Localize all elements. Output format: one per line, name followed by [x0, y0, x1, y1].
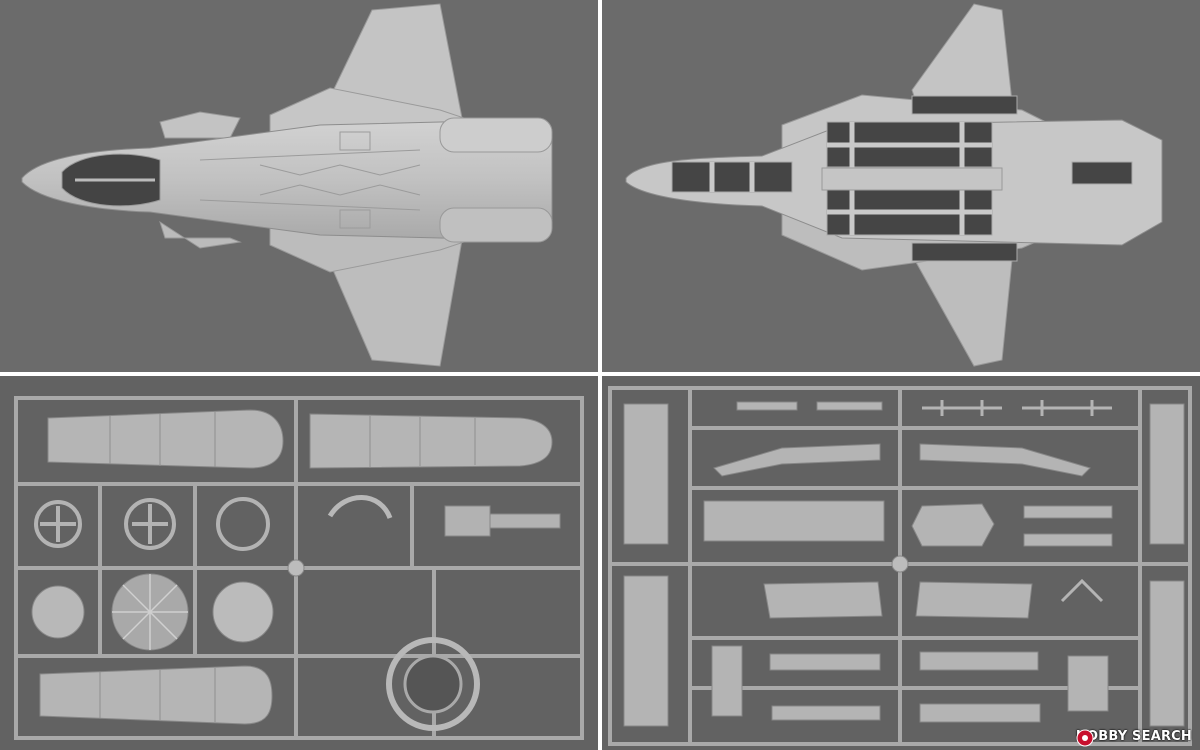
aircraft-top-view-image: [0, 0, 598, 372]
engine-sprue-image: [0, 376, 598, 750]
panel-engine-sprue: [0, 376, 598, 750]
hobbysearch-logo-icon: [1076, 729, 1094, 747]
panel-aircraft-bottom-view: [602, 0, 1200, 372]
panel-airframe-parts-sprue: HOBBY SEARCH: [602, 376, 1200, 750]
hobbysearch-watermark: HOBBY SEARCH: [1075, 729, 1192, 747]
aircraft-bottom-view-image: [602, 0, 1200, 372]
watermark-text: HOBBY SEARCH: [1075, 729, 1192, 744]
airframe-parts-sprue-image: [602, 376, 1200, 750]
panel-aircraft-top-view: [0, 0, 598, 372]
